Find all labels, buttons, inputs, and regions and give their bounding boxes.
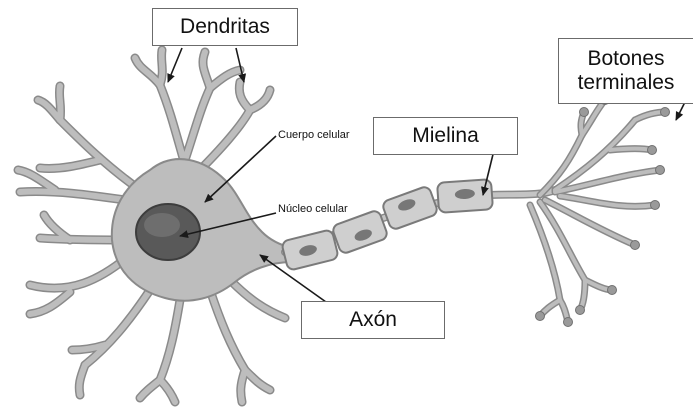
myelin-sheath bbox=[281, 179, 493, 271]
label-nucleo-celular: Núcleo celular bbox=[278, 203, 348, 215]
axon-terminals bbox=[530, 96, 670, 327]
label-mielina: Mielina bbox=[373, 117, 518, 155]
label-mielina-text: Mielina bbox=[412, 124, 479, 148]
label-dendritas: Dendritas bbox=[152, 8, 298, 46]
label-cuerpo-celular: Cuerpo celular bbox=[278, 129, 350, 141]
label-dendritas-text: Dendritas bbox=[180, 15, 270, 39]
arrow-cuerpo bbox=[205, 136, 276, 202]
label-botones-line2: terminales bbox=[578, 71, 675, 95]
arrow-dendritas-left bbox=[168, 48, 182, 82]
label-axon: Axón bbox=[301, 301, 445, 339]
label-botones-line1: Botones bbox=[587, 47, 664, 71]
label-axon-text: Axón bbox=[349, 308, 397, 332]
arrow-dendritas-right bbox=[236, 48, 244, 82]
label-botones-terminales: Botones terminales bbox=[558, 38, 693, 104]
